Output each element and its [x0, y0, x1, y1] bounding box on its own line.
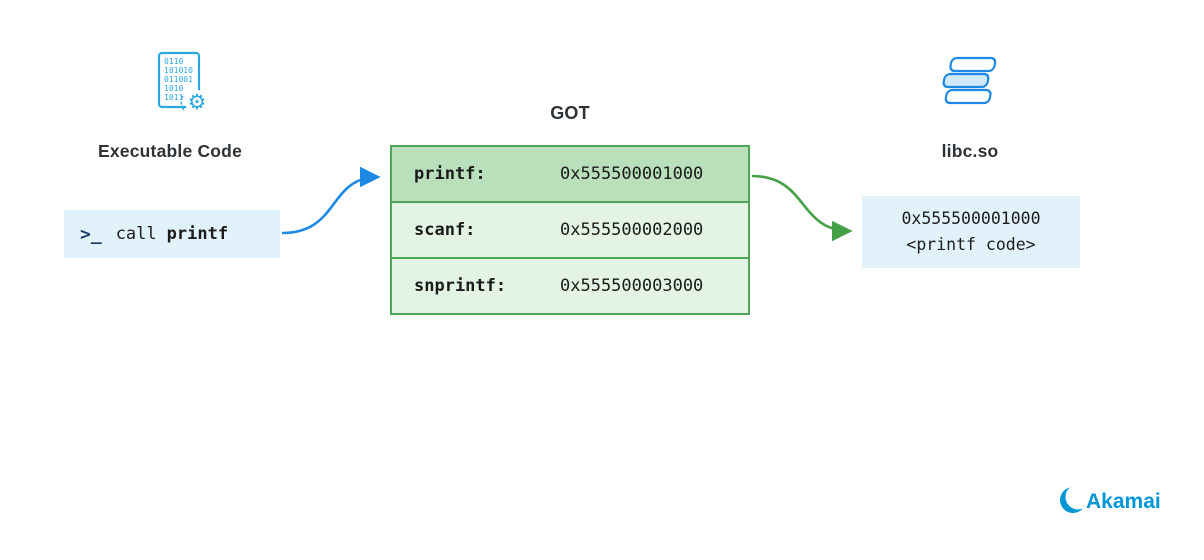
got-row-printf: printf: 0x555500001000 — [392, 147, 748, 201]
got-table: printf: 0x555500001000 scanf: 0x55550000… — [390, 145, 750, 315]
akamai-logo: Akamai — [1060, 484, 1161, 513]
terminal-prompt-icon: >_ — [80, 223, 102, 245]
binary-line: 101010 — [164, 66, 193, 75]
binary-line: 1011 — [164, 93, 183, 102]
libc-code: <printf code> — [906, 235, 1036, 254]
akamai-swoosh-icon — [1060, 484, 1091, 513]
akamai-wordmark: Akamai — [1086, 490, 1161, 513]
binary-line: 011001 — [164, 75, 193, 84]
call-to-got-arrow — [281, 166, 381, 235]
binary-code-document-icon: 0110 101010 011001 1010 1011 ⚙ — [157, 51, 209, 114]
binary-line: 0110 — [164, 57, 183, 66]
libc-code-box: 0x555500001000 <printf code> — [862, 196, 1080, 268]
got-symbol: scanf: — [414, 220, 476, 240]
got-address: 0x555500002000 — [560, 220, 704, 240]
got-address: 0x555500003000 — [560, 276, 704, 296]
got-symbol: snprintf: — [414, 276, 507, 296]
call-printf-box: >_ call printf — [64, 210, 280, 258]
libc-address: 0x555500001000 — [901, 209, 1041, 229]
got-row-scanf: scanf: 0x555500002000 — [392, 201, 748, 257]
got-address: 0x555500001000 — [560, 164, 704, 184]
got-symbol: printf: — [414, 164, 486, 184]
stacked-books-icon — [942, 56, 997, 105]
executable-code-label: Executable Code — [97, 141, 243, 161]
gear-icon: ⚙ — [188, 91, 207, 114]
call-keyword: call — [115, 224, 157, 244]
got-row-snprintf: snprintf: 0x555500003000 — [392, 257, 748, 313]
binary-line: 1010 — [164, 84, 183, 93]
call-instruction: call printf — [116, 224, 228, 244]
got-title: GOT — [550, 103, 590, 123]
call-target-function: printf — [166, 224, 229, 244]
libc-label: libc.so — [941, 141, 999, 161]
got-to-libc-arrow — [751, 174, 853, 242]
